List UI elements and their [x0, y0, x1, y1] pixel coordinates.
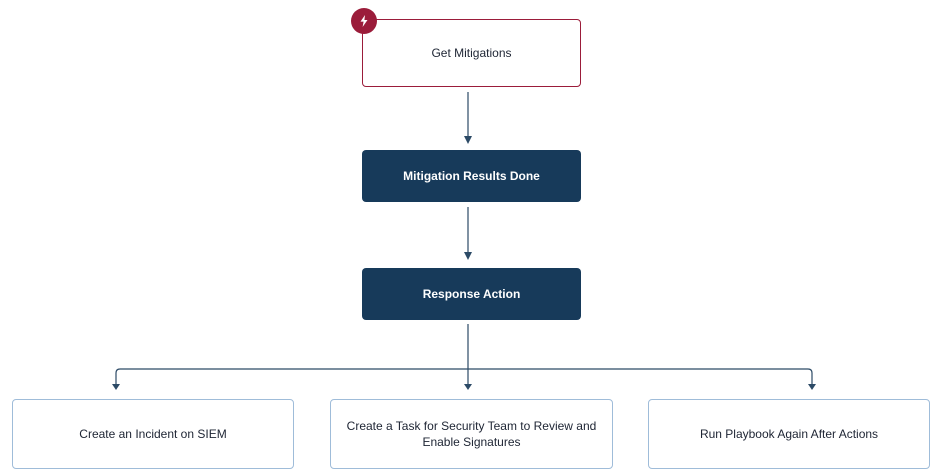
node-get-mitigations[interactable]: Get Mitigations: [362, 19, 581, 87]
node-response-action[interactable]: Response Action: [362, 268, 581, 320]
node-mitigation-results-done-label: Mitigation Results Done: [403, 169, 540, 183]
arrowhead-to-siem: [112, 384, 120, 390]
connector-branch-bar: [115, 368, 813, 385]
node-create-incident-siem-label: Create an Incident on SIEM: [79, 427, 227, 441]
node-get-mitigations-label: Get Mitigations: [431, 46, 512, 60]
lightning-bolt-icon: [351, 8, 377, 34]
node-create-task-security-team-label: Create a Task for Security Team to Revie…: [346, 419, 597, 449]
node-create-incident-siem[interactable]: Create an Incident on SIEM: [12, 399, 294, 469]
node-mitigation-results-done[interactable]: Mitigation Results Done: [362, 150, 581, 202]
node-response-action-label: Response Action: [422, 287, 521, 301]
arrowhead-to-task: [464, 384, 472, 390]
node-run-playbook-again-label: Run Playbook Again After Actions: [699, 427, 879, 441]
node-run-playbook-again[interactable]: Run Playbook Again After Actions: [648, 399, 930, 469]
node-create-task-security-team[interactable]: Create a Task for Security Team to Revie…: [330, 399, 613, 469]
arrowhead-to-playbook: [808, 384, 816, 390]
